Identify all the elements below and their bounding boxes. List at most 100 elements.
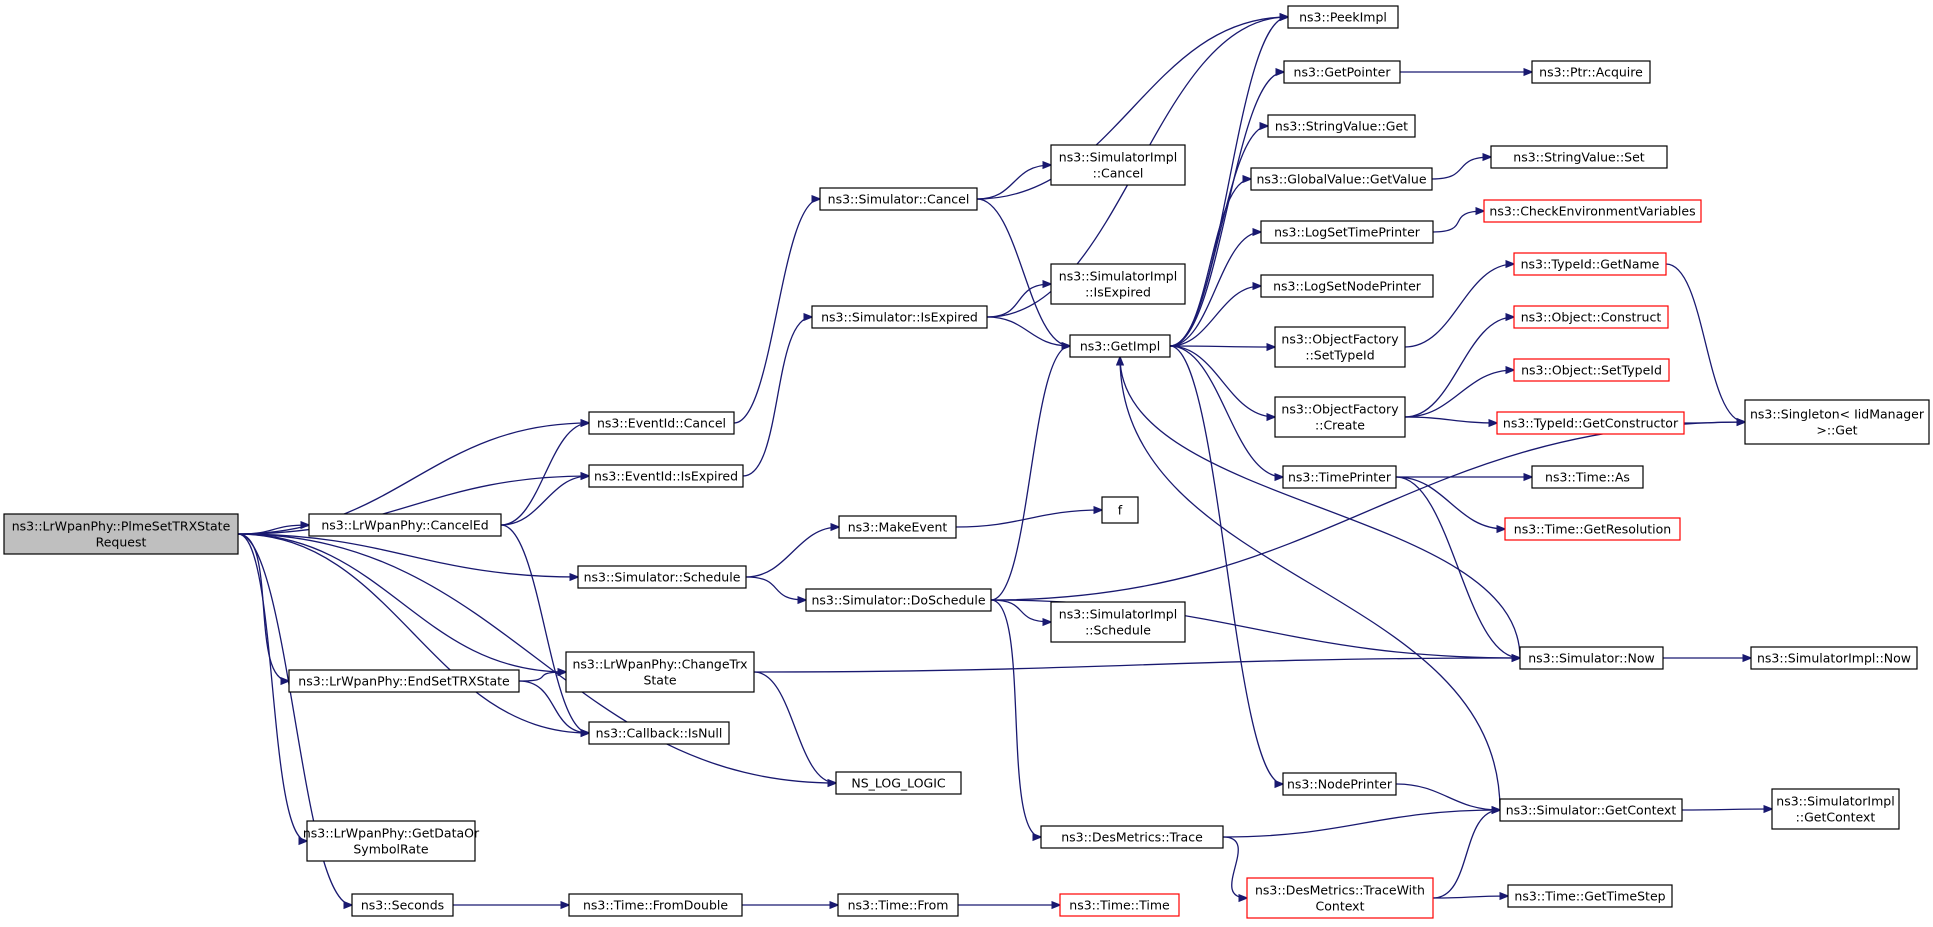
node-impl-now[interactable]: ns3::SimulatorImpl::Now bbox=[1750, 646, 1918, 670]
node-sim-cancel[interactable]: ns3::Simulator::Cancel bbox=[819, 187, 978, 211]
node-box bbox=[837, 893, 959, 917]
edge-cancel-ed-to-cb-is-null bbox=[500, 524, 589, 733]
node-from-double[interactable]: ns3::Time::FromDouble bbox=[568, 893, 743, 917]
node-cb-is-null[interactable]: ns3::Callback::IsNull bbox=[588, 721, 730, 745]
node-tid-get-name[interactable]: ns3::TypeId::GetName bbox=[1513, 252, 1667, 276]
node-sim-schedule[interactable]: ns3::Simulator::Schedule bbox=[577, 565, 747, 589]
node-impl-is-exp[interactable]: ns3::SimulatorImpl::IsExpired bbox=[1050, 263, 1186, 305]
node-cancel-ed[interactable]: ns3::LrWpanPhy::CancelEd bbox=[308, 513, 502, 537]
edge-line bbox=[1681, 809, 1772, 810]
node-time-time[interactable]: ns3::Time::Time bbox=[1059, 893, 1180, 917]
edge-line bbox=[1395, 476, 1520, 658]
node-impl-cancel[interactable]: ns3::SimulatorImpl::Cancel bbox=[1050, 144, 1186, 186]
node-label: ns3::NodePrinter bbox=[1287, 777, 1393, 792]
node-label: ns3::MakeEvent bbox=[848, 520, 948, 535]
node-do-schedule[interactable]: ns3::Simulator::DoSchedule bbox=[805, 588, 992, 612]
edge-line bbox=[518, 672, 566, 682]
node-ns-log[interactable]: NS_LOG_LOGIC bbox=[835, 771, 962, 795]
node-time-printer[interactable]: ns3::TimePrinter bbox=[1282, 465, 1397, 489]
node-time-as[interactable]: ns3::Time::As bbox=[1531, 465, 1644, 489]
node-label: ns3::LogSetTimePrinter bbox=[1274, 225, 1421, 240]
node-box bbox=[306, 820, 476, 862]
edge-line bbox=[986, 316, 1070, 346]
node-sim-now[interactable]: ns3::Simulator::Now bbox=[1519, 646, 1664, 670]
node-str-set[interactable]: ns3::StringValue::Set bbox=[1490, 145, 1668, 169]
node-end-set[interactable]: ns3::LrWpanPhy::EndSetTRXState bbox=[288, 669, 520, 693]
node-event-is-exp[interactable]: ns3::EventId::IsExpired bbox=[588, 464, 744, 488]
node-label: ns3::GetPointer bbox=[1294, 65, 1392, 80]
edge-do-schedule-to-impl-schedule bbox=[990, 599, 1051, 622]
edge-plme-to-ns-log bbox=[237, 533, 836, 783]
node-label: ns3::Simulator::Schedule bbox=[584, 570, 741, 585]
node-label: >::Get bbox=[1816, 423, 1857, 438]
node-tid-get-ctor[interactable]: ns3::TypeId::GetConstructor bbox=[1496, 411, 1685, 435]
node-make-event[interactable]: ns3::MakeEvent bbox=[838, 515, 957, 539]
edge-time-printer-to-time-get-res bbox=[1395, 476, 1505, 529]
node-sim-get-context[interactable]: ns3::Simulator::GetContext bbox=[1499, 798, 1683, 822]
node-str-get[interactable]: ns3::StringValue::Get bbox=[1267, 114, 1416, 138]
node-label: ns3::Time::From bbox=[848, 898, 949, 913]
node-label: ns3::ObjectFactory bbox=[1281, 402, 1399, 417]
node-obj-set-type-id[interactable]: ns3::Object::SetTypeId bbox=[1513, 358, 1670, 382]
node-impl-get-context[interactable]: ns3::SimulatorImpl::GetContext bbox=[1771, 788, 1900, 830]
node-event-cancel[interactable]: ns3::EventId::Cancel bbox=[588, 411, 735, 435]
edge-trace-with-to-sim-get-context bbox=[1432, 810, 1500, 899]
edge-line bbox=[237, 533, 836, 783]
node-peek-impl[interactable]: ns3::PeekImpl bbox=[1287, 5, 1399, 29]
node-sim-is-exp[interactable]: ns3::Simulator::IsExpired bbox=[811, 305, 988, 329]
node-des-trace[interactable]: ns3::DesMetrics::Trace bbox=[1040, 825, 1224, 849]
edge-of-set-type-id-to-tid-get-name bbox=[1404, 264, 1514, 348]
node-get-pointer[interactable]: ns3::GetPointer bbox=[1283, 60, 1401, 84]
edge-des-trace-to-sim-get-context bbox=[1222, 810, 1500, 838]
node-label: ::Schedule bbox=[1085, 623, 1151, 638]
node-label: ns3::LrWpanPhy::CancelEd bbox=[321, 518, 488, 533]
edge-line bbox=[1404, 317, 1514, 418]
node-log-node[interactable]: ns3::LogSetNodePrinter bbox=[1260, 274, 1434, 298]
node-of-create[interactable]: ns3::ObjectFactory::Create bbox=[1274, 396, 1406, 438]
edge-sim-is-exp-to-get-impl bbox=[986, 316, 1070, 346]
node-box bbox=[308, 513, 502, 537]
edge-plme-to-cb-is-null bbox=[237, 533, 589, 733]
node-box bbox=[819, 187, 978, 211]
edge-sim-schedule-to-do-schedule bbox=[745, 576, 806, 600]
node-box bbox=[1490, 145, 1668, 169]
node-label: ns3::Time::GetResolution bbox=[1514, 522, 1671, 537]
node-time-get-res[interactable]: ns3::Time::GetResolution bbox=[1504, 517, 1681, 541]
node-node-printer[interactable]: ns3::NodePrinter bbox=[1282, 772, 1397, 796]
node-label: ns3::TypeId::GetName bbox=[1521, 257, 1660, 272]
node-singleton[interactable]: ns3::Singleton< IidManager >::Get bbox=[1744, 399, 1930, 445]
node-box bbox=[288, 669, 520, 693]
node-box bbox=[1531, 60, 1651, 84]
node-f[interactable]: f bbox=[1101, 496, 1139, 524]
node-obj-construct[interactable]: ns3::Object::Construct bbox=[1513, 305, 1669, 329]
node-label: ns3::TypeId::GetConstructor bbox=[1503, 416, 1679, 431]
node-check-env[interactable]: ns3::CheckEnvironmentVariables bbox=[1483, 199, 1702, 223]
node-of-set-type-id[interactable]: ns3::ObjectFactory::SetTypeId bbox=[1274, 326, 1406, 368]
node-seconds[interactable]: ns3::Seconds bbox=[351, 893, 454, 917]
node-log-time[interactable]: ns3::LogSetTimePrinter bbox=[1260, 220, 1434, 244]
edge-line bbox=[237, 423, 589, 535]
edge-line bbox=[1169, 179, 1251, 347]
node-ptr-acquire[interactable]: ns3::Ptr::Acquire bbox=[1531, 60, 1651, 84]
node-time-from[interactable]: ns3::Time::From bbox=[837, 893, 959, 917]
node-label: ns3::SimulatorImpl bbox=[1059, 150, 1177, 165]
node-gv-get-value[interactable]: ns3::GlobalValue::GetValue bbox=[1250, 167, 1433, 191]
node-get-impl[interactable]: ns3::GetImpl bbox=[1069, 334, 1171, 358]
edge-line bbox=[753, 658, 1520, 673]
node-label: ns3::DesMetrics::TraceWith bbox=[1255, 883, 1425, 898]
node-box bbox=[1519, 646, 1664, 670]
node-time-get-step[interactable]: ns3::Time::GetTimeStep bbox=[1507, 884, 1673, 908]
edge-line bbox=[990, 599, 1051, 622]
edge-line bbox=[237, 533, 307, 841]
edge-cancel-ed-to-event-cancel bbox=[500, 423, 589, 526]
node-label: ns3::Time::As bbox=[1545, 470, 1630, 485]
node-impl-schedule[interactable]: ns3::SimulatorImpl::Schedule bbox=[1050, 601, 1186, 643]
node-box bbox=[1771, 788, 1900, 830]
node-label: ns3::SimulatorImpl::Now bbox=[1757, 651, 1911, 666]
node-box bbox=[805, 588, 992, 612]
edge-plme-to-change-trx bbox=[237, 533, 566, 672]
